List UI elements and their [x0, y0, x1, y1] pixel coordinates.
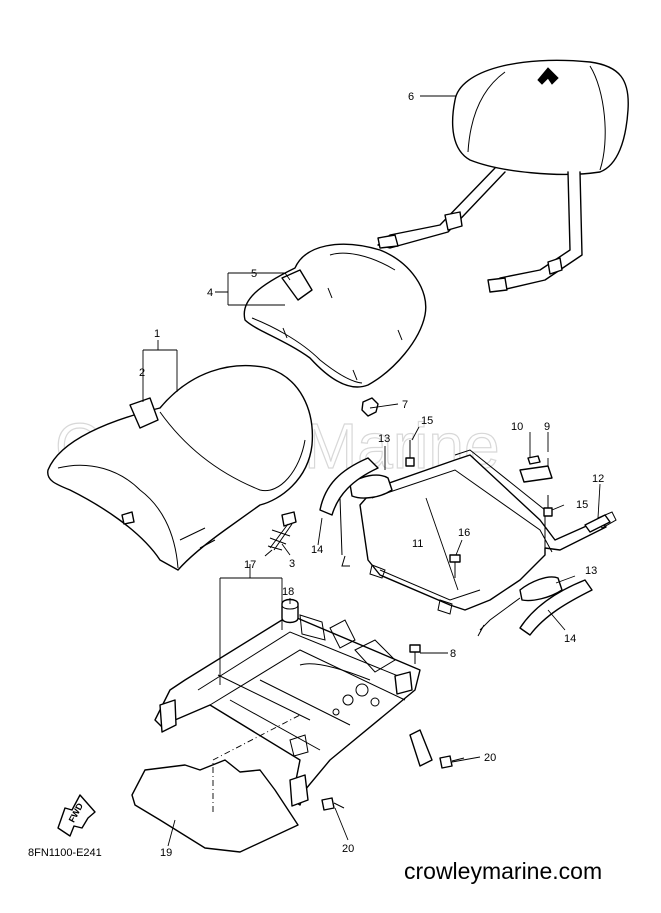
tag-part-10[interactable]	[527, 455, 541, 465]
callout-2: 2	[139, 367, 145, 379]
callout-11: 11	[412, 538, 423, 550]
plate-part-9[interactable]	[519, 465, 553, 483]
hose-part-13-right[interactable]	[519, 576, 563, 602]
mat-part-19[interactable]	[131, 759, 299, 853]
callout-17: 17	[244, 559, 256, 571]
bolt-part-20-lower[interactable]	[321, 797, 345, 811]
callout-7: 7	[402, 399, 408, 411]
callout-12: 12	[592, 473, 604, 485]
leader-lines	[142, 95, 601, 847]
clip-part-15-upper[interactable]	[405, 440, 415, 467]
diagram-code: 8FN1100-E241	[28, 847, 102, 859]
callout-6: 6	[408, 91, 414, 103]
storage-frame-part-11[interactable]	[359, 449, 617, 615]
fwd-arrow-icon: FWD	[57, 794, 96, 837]
callout-15-upper: 15	[421, 415, 433, 427]
damper-part-18[interactable]	[281, 598, 299, 624]
passenger-seat-part-4[interactable]	[243, 243, 427, 388]
mat-position-line	[212, 714, 301, 812]
callouts: 1 2 3 4 5 6 7 8 9 10 11 12 13 13 14 14 1…	[139, 91, 604, 859]
callout-3: 3	[289, 558, 295, 570]
seat-frame-part-17[interactable]	[154, 614, 433, 807]
callout-14-right: 14	[564, 633, 576, 645]
callout-18: 18	[282, 586, 294, 598]
bolt-part-20-upper[interactable]	[439, 755, 465, 769]
callout-14-left: 14	[311, 544, 323, 556]
callout-15-lower: 15	[576, 499, 588, 511]
callout-20-lower: 20	[342, 843, 354, 855]
callout-9: 9	[544, 421, 550, 433]
backrest-part-6[interactable]	[377, 59, 629, 293]
callout-16: 16	[458, 527, 470, 539]
rider-seat-part-1[interactable]	[47, 364, 314, 571]
hose-part-13-left[interactable]	[349, 474, 393, 499]
callout-19: 19	[160, 847, 172, 859]
callout-13-left: 13	[378, 433, 390, 445]
callout-5: 5	[251, 268, 257, 280]
bolt-part-8[interactable]	[409, 644, 421, 664]
bolt-part-16[interactable]	[449, 554, 461, 578]
callout-1: 1	[154, 328, 160, 340]
seat-lock-part-3[interactable]	[264, 511, 297, 557]
callout-8: 8	[450, 648, 456, 660]
hose-part-14-right[interactable]	[477, 579, 593, 637]
clip-part-15-lower[interactable]	[543, 495, 553, 517]
hose-part-14-left[interactable]	[319, 457, 379, 567]
bracket-part-12[interactable]	[584, 514, 611, 533]
callout-13-right: 13	[585, 565, 597, 577]
website-text[interactable]: crowleymarine.com	[404, 858, 602, 884]
callout-20-upper: 20	[484, 752, 496, 764]
callout-10: 10	[511, 421, 523, 433]
nut-part-7[interactable]	[361, 397, 379, 417]
callout-4: 4	[207, 287, 213, 299]
